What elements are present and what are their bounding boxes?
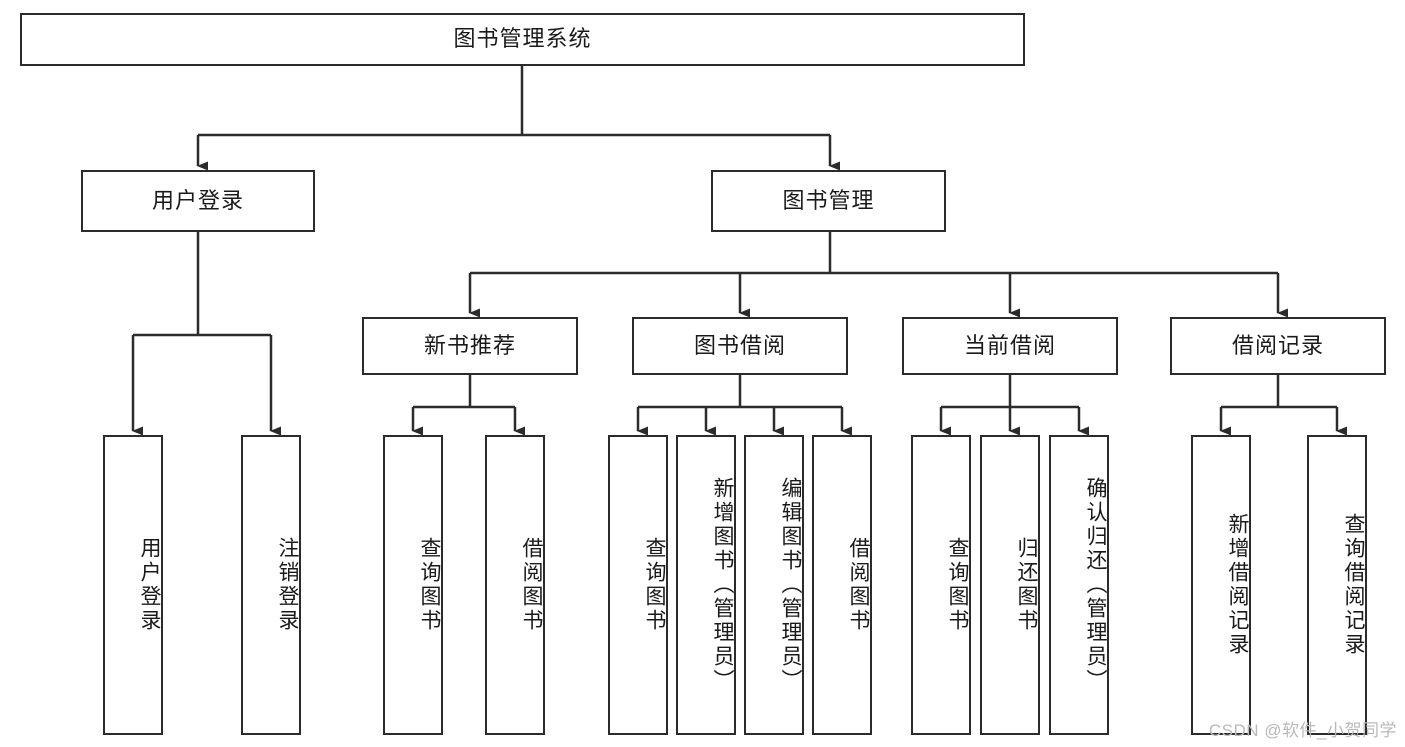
node-leaf-edit-book[interactable]: 编辑图书（管理员）: [744, 435, 804, 735]
node-borrow-record[interactable]: 借阅记录: [1170, 317, 1386, 375]
node-leaf-logout-login[interactable]: 注销登录: [241, 435, 301, 735]
node-user-login-label: 用户登录: [151, 187, 244, 213]
node-leaf-borrow-book-1[interactable]: 借阅图书: [485, 435, 545, 735]
node-root[interactable]: 图书管理系统: [20, 13, 1025, 66]
node-leaf-query-book-1[interactable]: 查询图书: [383, 435, 443, 735]
node-leaf-query-book-3[interactable]: 查询图书: [911, 435, 971, 735]
node-leaf-confirm-return[interactable]: 确认归还（管理员）: [1049, 435, 1109, 735]
node-borrow-record-label: 借阅记录: [1231, 332, 1324, 358]
watermark: CSDN @软件_小贺同学: [1208, 721, 1397, 740]
node-leaf-borrow-book-2[interactable]: 借阅图书: [812, 435, 872, 735]
node-leaf-user-login-label: 用户登录: [138, 537, 161, 633]
node-book-borrow-label: 图书借阅: [693, 332, 786, 358]
node-leaf-logout-login-label: 注销登录: [276, 537, 299, 633]
node-leaf-query-record-label: 查询借阅记录: [1342, 513, 1365, 657]
node-book-management[interactable]: 图书管理: [711, 170, 946, 232]
node-leaf-borrow-book-1-label: 借阅图书: [520, 537, 543, 633]
node-leaf-return-book-label: 归还图书: [1015, 537, 1038, 633]
node-current-borrow[interactable]: 当前借阅: [902, 317, 1118, 375]
node-leaf-add-book-label: 新增图书（管理员）: [711, 477, 734, 693]
node-current-borrow-label: 当前借阅: [963, 332, 1056, 358]
node-leaf-edit-book-label: 编辑图书（管理员）: [779, 477, 802, 693]
node-leaf-confirm-return-label: 确认归还（管理员）: [1084, 477, 1107, 693]
node-leaf-add-book[interactable]: 新增图书（管理员）: [676, 435, 736, 735]
node-leaf-user-login[interactable]: 用户登录: [103, 435, 163, 735]
node-leaf-add-record-label: 新增借阅记录: [1226, 513, 1249, 657]
node-user-login[interactable]: 用户登录: [81, 170, 315, 232]
node-root-label: 图书管理系统: [453, 26, 592, 52]
node-leaf-query-book-2[interactable]: 查询图书: [608, 435, 668, 735]
node-leaf-query-book-2-label: 查询图书: [643, 537, 666, 633]
node-new-book-recommend-label: 新书推荐: [423, 332, 516, 358]
node-leaf-query-book-3-label: 查询图书: [946, 537, 969, 633]
node-leaf-borrow-book-2-label: 借阅图书: [847, 537, 870, 633]
node-leaf-query-record[interactable]: 查询借阅记录: [1307, 435, 1367, 735]
node-leaf-add-record[interactable]: 新增借阅记录: [1191, 435, 1251, 735]
node-leaf-query-book-1-label: 查询图书: [418, 537, 441, 633]
node-book-borrow[interactable]: 图书借阅: [632, 317, 848, 375]
node-leaf-return-book[interactable]: 归还图书: [980, 435, 1040, 735]
node-new-book-recommend[interactable]: 新书推荐: [362, 317, 578, 375]
node-book-management-label: 图书管理: [782, 187, 875, 213]
